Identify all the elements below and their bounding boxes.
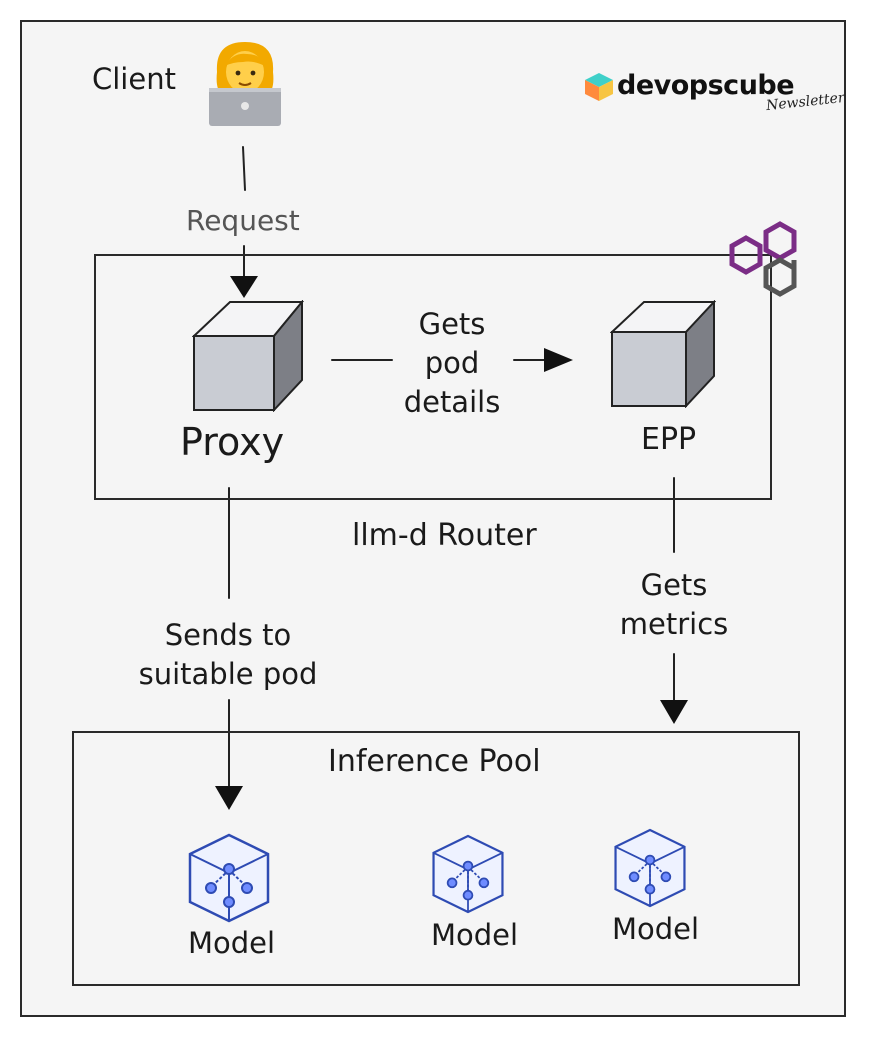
metrics-label: Gets metrics (612, 566, 736, 644)
pool-label: Inference Pool (328, 744, 541, 779)
model-cube-icon (432, 834, 504, 914)
arrowhead-pool-left (215, 786, 243, 810)
model-label-2: Model (431, 918, 519, 952)
model-cube-icon (188, 833, 270, 923)
edge-label-text: Gets pod details (403, 307, 501, 419)
model-cube-icon (614, 828, 686, 908)
inference-pool-box (72, 731, 800, 986)
client-request-line (242, 146, 246, 191)
edge-label-pod-details: Gets pod details (396, 305, 508, 422)
person-with-laptop-icon (209, 42, 281, 126)
sends-label-text: Sends to suitable pod (138, 618, 318, 691)
client-label: Client (92, 62, 176, 96)
proxy-cube-icon (192, 300, 304, 412)
arrowhead-request (230, 276, 258, 298)
diagram-frame (20, 20, 846, 1017)
sends-label: Sends to suitable pod (130, 616, 326, 694)
router-label: llm-d Router (352, 518, 537, 553)
epp-cube-icon (610, 300, 716, 408)
model-label-1: Model (188, 926, 276, 960)
model-label-3: Model (612, 912, 700, 946)
arrowhead-pool-right (660, 700, 688, 724)
request-label: Request (186, 204, 300, 237)
metrics-label-text: Gets metrics (619, 568, 729, 641)
proxy-label: Proxy (180, 420, 285, 464)
epp-label: EPP (641, 422, 697, 457)
brand-cube-icon (585, 73, 613, 101)
arrowhead-epp (544, 348, 573, 372)
brand-name: devopscube (617, 70, 795, 101)
router-box (94, 254, 772, 500)
llm-d-logo-icon (729, 221, 797, 297)
